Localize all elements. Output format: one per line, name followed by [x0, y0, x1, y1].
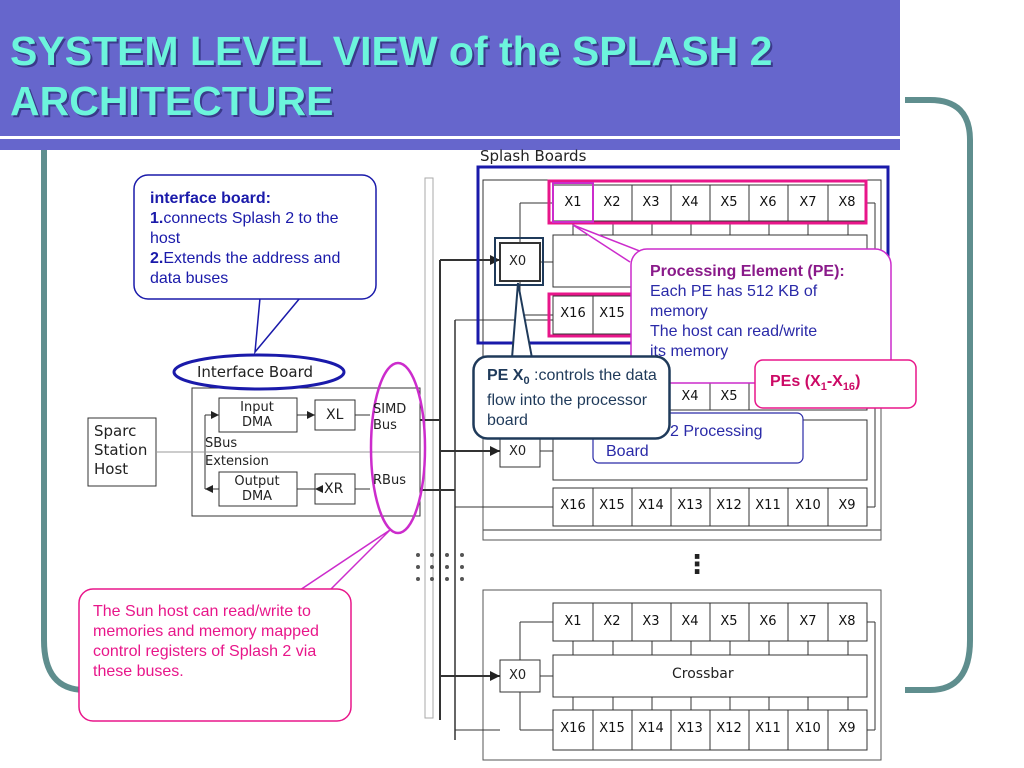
pe-cell: X4 [681, 614, 699, 629]
pes-callout-box [754, 359, 917, 409]
pe-cell: X15 [599, 721, 625, 736]
simd-bus-label: SIMD Bus [373, 402, 407, 433]
pe-cell: X7 [799, 195, 817, 210]
pe-cell: X13 [677, 498, 703, 513]
pe-cell: X2 [603, 195, 621, 210]
xl-label: XL [326, 407, 344, 423]
title-banner [0, 0, 900, 150]
pe-cell: X10 [795, 498, 821, 513]
pe-cell: X8 [838, 195, 856, 210]
pe-cell: X2 [603, 614, 621, 629]
pe-cell: X6 [759, 195, 777, 210]
x0-board1: X0 [509, 254, 527, 269]
pe-cell: X7 [799, 614, 817, 629]
pe-cell: X11 [755, 721, 781, 736]
rbus-label: RBus [373, 473, 406, 488]
bus-ellipse [369, 361, 427, 535]
x0-board3: X0 [509, 668, 527, 683]
sbus-extension-label: Extension [205, 454, 269, 469]
pe-cell: X1 [564, 195, 582, 210]
input-dma: Input DMA [240, 400, 274, 430]
sun-host-callout-box [78, 588, 352, 722]
interface-board-ellipse [172, 353, 346, 391]
pe-cell: X10 [795, 721, 821, 736]
pe-cell: X15 [599, 306, 625, 321]
pe-cell: X11 [755, 498, 781, 513]
pe-cell: X14 [638, 498, 664, 513]
pe-cell: X12 [716, 498, 742, 513]
host-label: Sparc Station Host [94, 422, 148, 478]
title-line-2: ARCHITECTURE [10, 78, 334, 124]
pe-cell: X16 [560, 306, 586, 321]
pes-callout: PEs (X1-X16) [770, 373, 861, 394]
pe-cell: X14 [638, 721, 664, 736]
x0-board2: X0 [509, 444, 527, 459]
pe-cell: X8 [838, 614, 856, 629]
pex0-callout-box [472, 355, 671, 440]
pe-cell: X3 [642, 614, 660, 629]
pe-cell: X5 [720, 195, 738, 210]
board2-pe-x5: X5 [720, 389, 738, 404]
crossbar-label: Crossbar [672, 666, 734, 682]
pe-cell: X12 [716, 721, 742, 736]
processing-board-callout: 2 Processing Board [606, 423, 763, 460]
pe-cell: X6 [759, 614, 777, 629]
pe-cell: X3 [642, 195, 660, 210]
pe-cell: X9 [838, 498, 856, 513]
pe-cell: X4 [681, 195, 699, 210]
pe-cell: X5 [720, 614, 738, 629]
pe-cell: X16 [560, 721, 586, 736]
top-row-highlight [547, 179, 868, 225]
pe-cell: X1 [564, 614, 582, 629]
pex0-callout: PE X0 :controls the data flow into the p… [487, 367, 657, 430]
title-line-1: SYSTEM LEVEL VIEW of the SPLASH 2 [10, 28, 773, 74]
interface-callout: interface board: 1.connects Splash 2 to … [150, 190, 341, 287]
ellipsis: ⋮ [684, 550, 710, 580]
interface-board-label: Interface Board [197, 363, 314, 381]
board2-pe-x4: X4 [681, 389, 699, 404]
splash-boards-label: Splash Boards [480, 147, 587, 165]
slide-title: SYSTEM LEVEL VIEW of the SPLASH 2 ARCHIT… [10, 26, 910, 126]
pe-cell: X13 [677, 721, 703, 736]
sun-host-callout: The Sun host can read/write to memories … [93, 603, 319, 680]
pe-cell: X16 [560, 498, 586, 513]
xr-label: XR [324, 481, 344, 497]
sbus-label: SBus [205, 436, 238, 451]
output-dma: Output DMA [234, 474, 280, 504]
pe-callout: Processing Element (PE): Each PE has 512… [650, 263, 845, 360]
pe-cell: X9 [838, 721, 856, 736]
pe-cell: X15 [599, 498, 625, 513]
interface-callout-box [133, 174, 377, 300]
